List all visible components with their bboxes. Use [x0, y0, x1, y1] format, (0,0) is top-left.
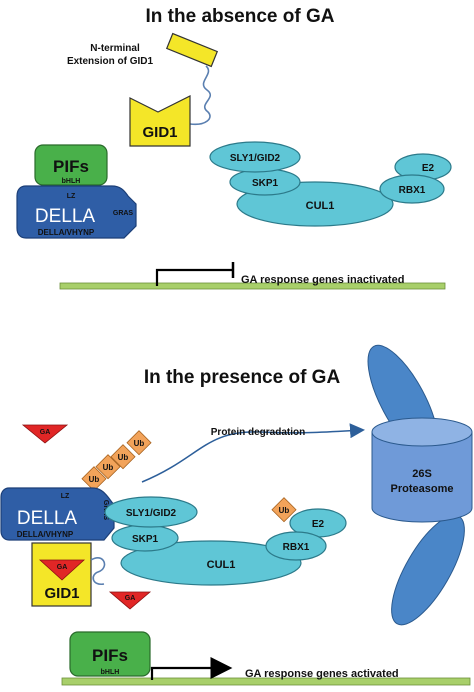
della-protein-bottom [0, 487, 115, 541]
active-promoter-arrow [150, 657, 233, 680]
lz-label-bottom: LZ [61, 493, 70, 500]
sly1-label-top: SLY1/GID2 [230, 153, 281, 164]
sly1-protein-bottom [104, 496, 198, 528]
bhlh-label-bottom: bHLH [101, 669, 120, 676]
sly1-label-bottom: SLY1/GID2 [126, 508, 177, 519]
protein-degradation-label: Protein degradation [211, 427, 305, 438]
ga-label-bound: GA [57, 564, 68, 571]
gid1-protein-top [129, 95, 191, 147]
e2-label-bottom: E2 [312, 519, 325, 530]
della-label-bottom: DELLA [17, 508, 78, 529]
ub-label-1: Ub [134, 439, 145, 448]
dna-strand-top [59, 282, 446, 290]
ub-label-3: Ub [103, 463, 114, 472]
lz-label-top: LZ [67, 193, 76, 200]
cul1-label-bottom: CUL1 [207, 559, 236, 571]
ga-molecule-free-1 [21, 424, 69, 444]
pifs-label-top: PIFs [53, 157, 89, 176]
ub-label-2: Ub [118, 453, 129, 462]
gid1-n-terminal-lid [165, 32, 219, 68]
e2-label-top: E2 [422, 163, 435, 174]
gid1-linker [189, 65, 212, 126]
gene-status-bottom: GA response genes activated [245, 668, 399, 680]
pifs-label-bottom: PIFs [92, 646, 128, 665]
della-protein-top [16, 185, 137, 239]
gid1-extension-label-line1: N-terminal [90, 43, 140, 54]
top-panel-title: In the absence of GA [146, 6, 335, 27]
bhlh-label-top: bHLH [62, 178, 81, 185]
della-label-top: DELLA [35, 206, 96, 227]
pifs-protein-bottom [69, 631, 151, 677]
cul1-protein-bottom [120, 540, 302, 586]
proteasome-label-line2: Proteasome [391, 483, 454, 495]
sly1-protein-top [209, 141, 301, 173]
degradation-arrow [141, 423, 365, 483]
della-motif-label-top: DELLA/VHYNP [38, 228, 95, 237]
ub-on-e2 [271, 497, 297, 523]
ub-label-e2: Ub [279, 506, 290, 515]
bottom-panel-title: In the presence of GA [144, 367, 341, 388]
rbx1-label-top: RBX1 [399, 185, 426, 196]
rbx1-label-bottom: RBX1 [283, 542, 310, 553]
gid1-extension-label-line2: Extension of GID1 [67, 56, 154, 67]
dna-strand-bottom [61, 677, 471, 686]
ga-molecule-free-2 [108, 591, 152, 610]
repressed-promoter-symbol [155, 268, 232, 286]
ga-molecule-bound [38, 559, 86, 581]
skp1-label-top: SKP1 [252, 178, 279, 189]
skp1-label-bottom: SKP1 [132, 534, 159, 545]
proteasome-26s [367, 344, 473, 626]
gene-status-top: GA response genes inactivated [241, 274, 404, 286]
gid1-label-top: GID1 [142, 124, 177, 141]
ga-label-free-2: GA [125, 595, 136, 602]
proteasome-label-line1: 26S [412, 468, 432, 480]
rbx1-protein-bottom [265, 531, 327, 561]
cul1-label-top: CUL1 [306, 200, 335, 212]
pifs-protein-top [34, 144, 108, 186]
rbx1-protein-top [379, 174, 445, 204]
ubiquitin-chain [81, 430, 152, 492]
gras-label-top: GRAS [113, 210, 134, 217]
della-motif-label-bottom: DELLA/VHYNP [17, 530, 74, 539]
gid1-linker-bottom [90, 557, 106, 585]
ub-label-4: Ub [89, 475, 100, 484]
ga-label-free-1: GA [40, 429, 51, 436]
gid1-label-bottom: GID1 [44, 585, 79, 602]
